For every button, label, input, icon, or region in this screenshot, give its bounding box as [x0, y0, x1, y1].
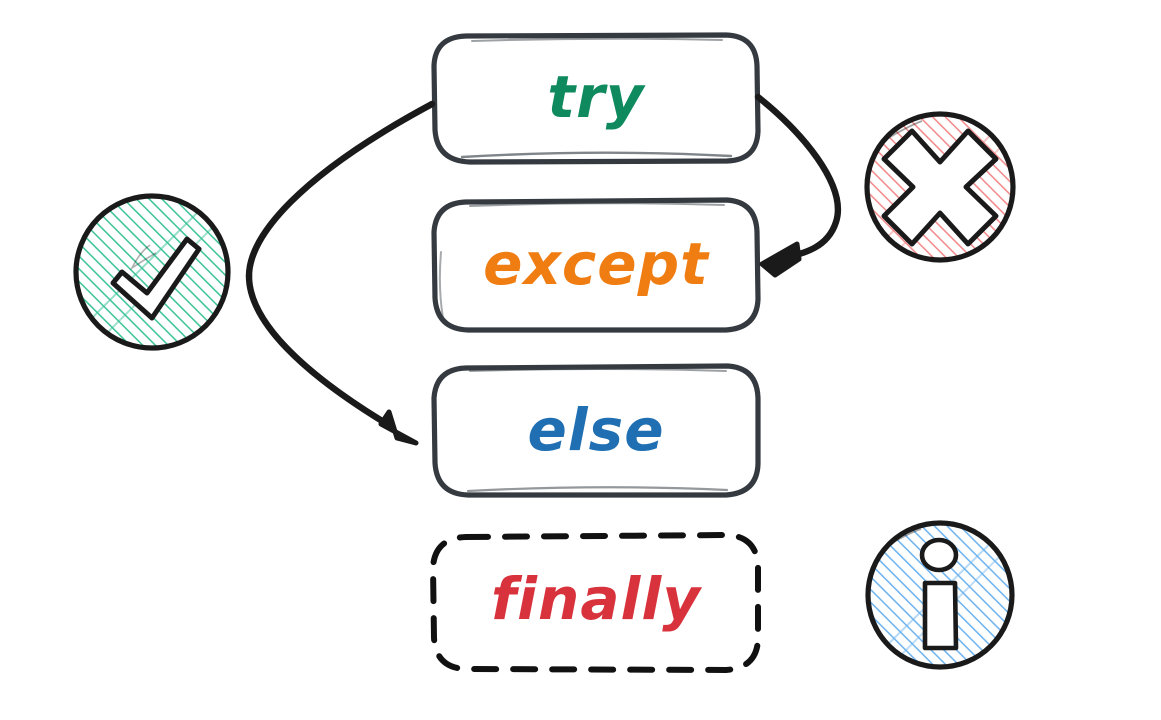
node-try-outline — [431, 32, 761, 165]
edge-success-to-try-line — [245, 100, 436, 280]
edge-success-to-else-line — [245, 272, 396, 431]
edge-try-to-except-line — [754, 93, 841, 263]
badge-error-ring-sketch — [881, 116, 923, 143]
edge-success-to-try — [245, 100, 436, 280]
cross-icon — [881, 128, 999, 247]
node-try[interactable]: try — [431, 32, 761, 165]
node-else-outline — [431, 363, 761, 498]
badge-error[interactable] — [864, 110, 1024, 268]
badge-info-ring-sketch — [883, 525, 922, 549]
badge-success-ring-sketch — [129, 244, 157, 271]
node-finally-outline — [430, 532, 761, 673]
node-except[interactable]: except — [431, 197, 761, 333]
node-except-sketch-top — [469, 202, 725, 207]
badge-error-ring — [864, 111, 1016, 263]
edge-success-to-else-arrowhead — [378, 409, 419, 446]
node-try-label: try — [547, 63, 645, 131]
node-else-sketch-bottom — [466, 486, 729, 493]
node-finally[interactable]: finally — [430, 532, 761, 673]
node-try-sketch-bottom — [460, 151, 733, 159]
badge-success-fill — [76, 196, 228, 348]
node-finally-label: finally — [491, 565, 702, 633]
node-else-label: else — [527, 396, 664, 464]
node-except-sketch-left — [438, 251, 444, 319]
node-except-outline — [431, 197, 761, 333]
check-icon — [110, 236, 202, 321]
info-icon-stem — [922, 580, 959, 651]
edge-try-to-except — [754, 93, 841, 278]
node-else-sketch-top — [469, 368, 727, 372]
node-except-label: except — [483, 230, 710, 298]
badge-success[interactable] — [60, 175, 250, 362]
badge-success-ring — [73, 193, 231, 351]
badge-info[interactable] — [865, 520, 1022, 674]
edge-success-to-else — [245, 272, 419, 446]
node-try-sketch-top — [471, 37, 723, 42]
info-icon-dot — [919, 537, 959, 573]
badge-info-ring — [865, 520, 1015, 670]
node-else[interactable]: else — [431, 363, 761, 498]
edge-try-to-except-arrowhead — [759, 241, 802, 278]
